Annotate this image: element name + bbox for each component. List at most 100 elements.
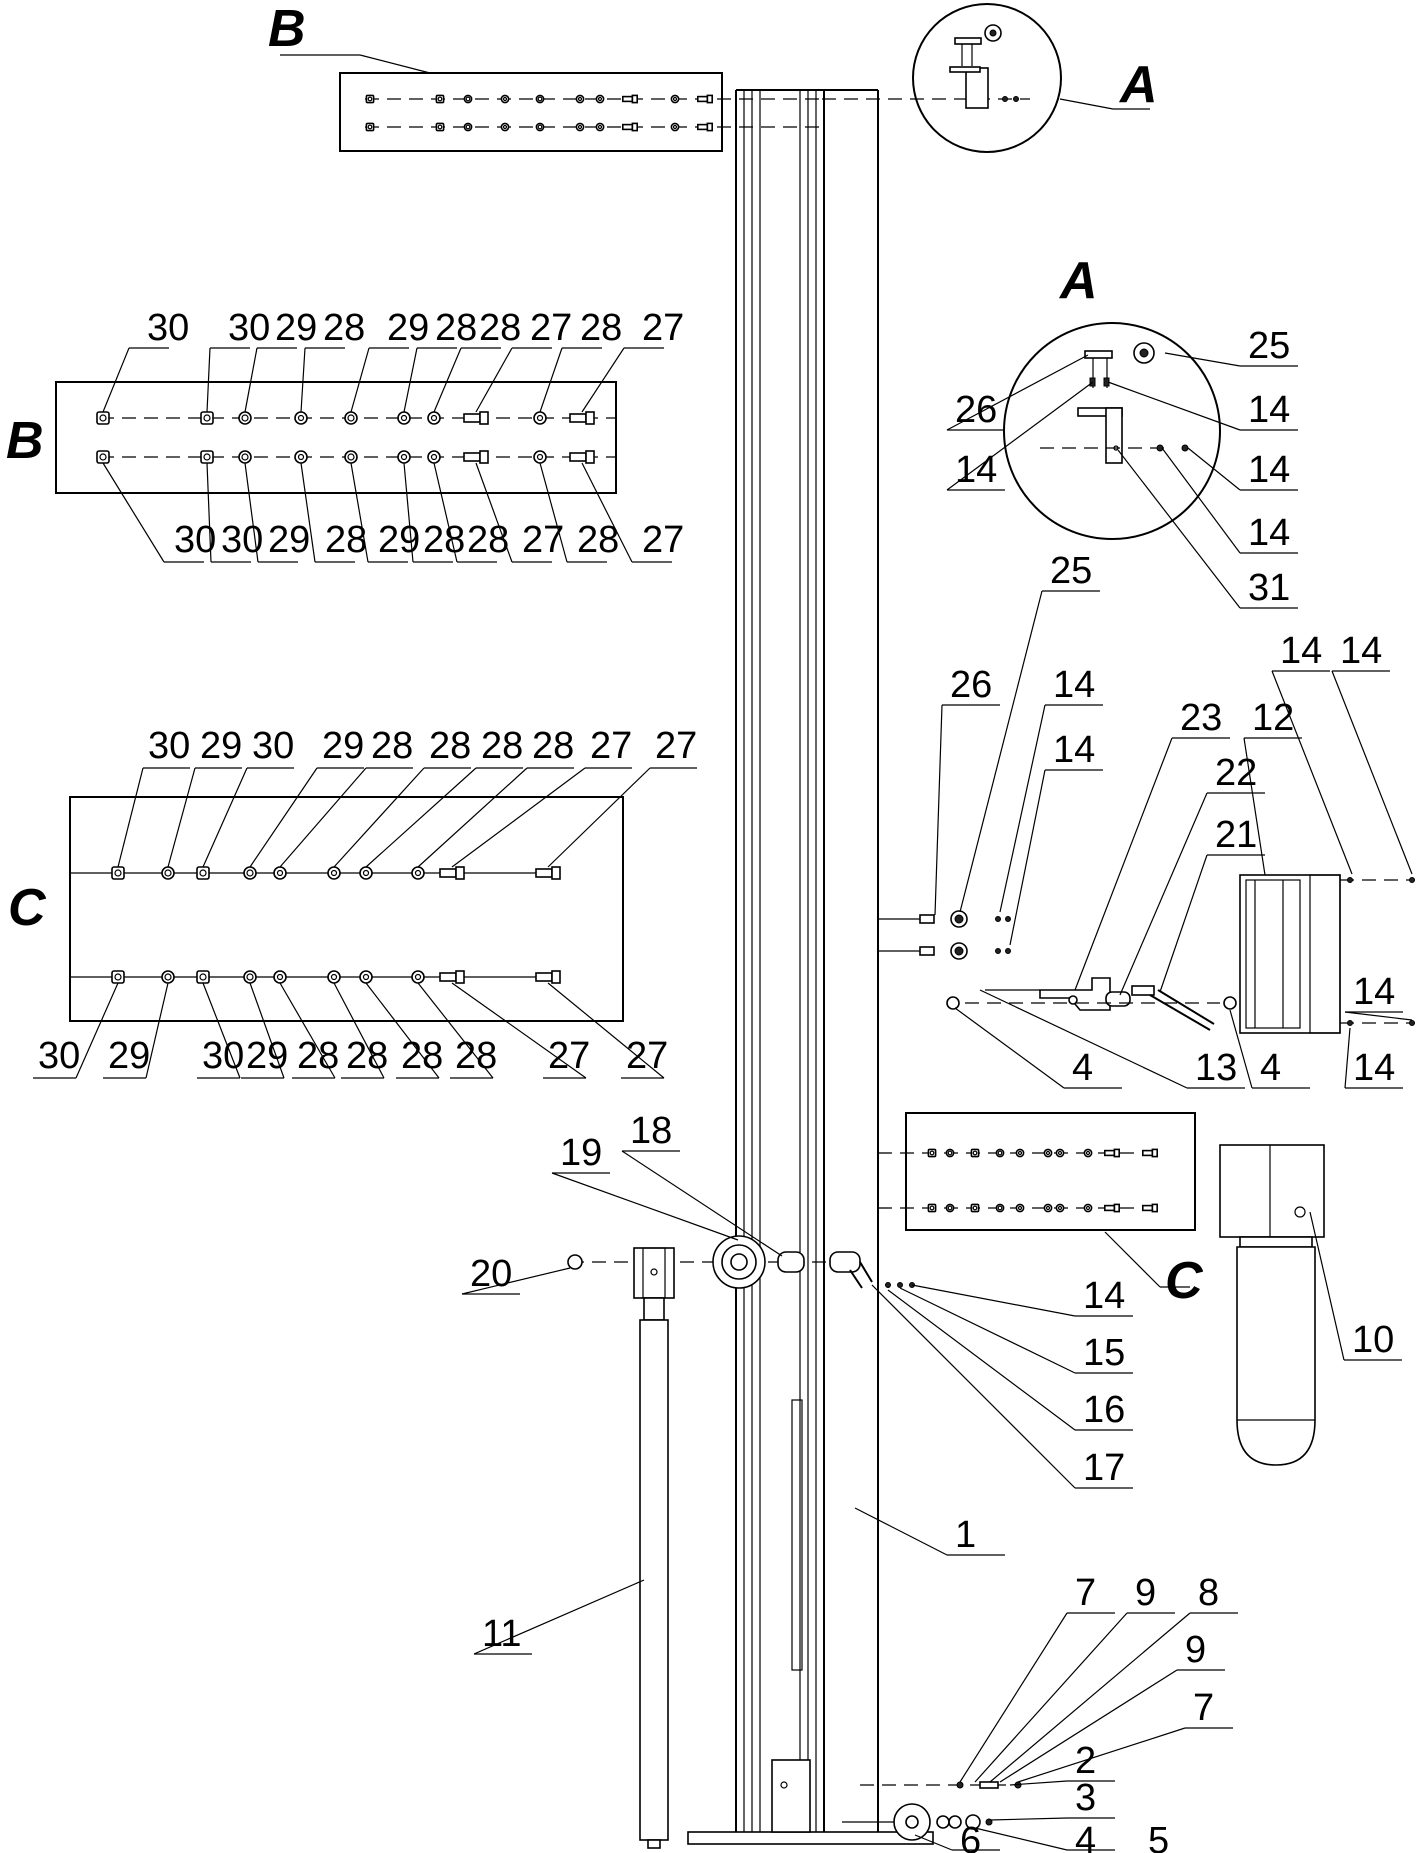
flat-washer (397, 411, 411, 425)
washer-hole (537, 124, 543, 130)
flat-washer-hole (362, 973, 370, 981)
hex-nut (96, 450, 110, 464)
flat-washer (1043, 1203, 1053, 1213)
hex-nut (196, 866, 210, 880)
base-label: 4 (1075, 1820, 1096, 1853)
carriage-label: 13 (1195, 1047, 1237, 1089)
leader-line (1344, 1011, 1413, 1021)
leader-line (1009, 769, 1046, 946)
b-top-label: 30 (228, 307, 270, 349)
leader-line (202, 767, 248, 868)
c-top-label: 28 (481, 725, 523, 767)
flat-washer-hole (672, 96, 678, 102)
leader-line (959, 1612, 1068, 1783)
flat-washer (427, 450, 441, 464)
detail-view-c (69, 796, 624, 1022)
washer-hole (246, 869, 254, 877)
pivot-assembly (567, 1235, 915, 1849)
nut-hole (972, 1150, 978, 1156)
b-bottom-label: 30 (174, 519, 216, 561)
flat-washer (1015, 1203, 1025, 1213)
base-label: 7 (1193, 1687, 1214, 1729)
a-detail-label: 14 (955, 449, 997, 491)
pivot-label: 16 (1083, 1389, 1125, 1431)
leader-line (403, 347, 418, 413)
carriage-label: 14 (1053, 664, 1095, 706)
washer-hole (947, 1205, 953, 1211)
washer (161, 970, 175, 984)
carriage-label: 14 (1353, 1047, 1395, 1089)
flat-washer (1043, 1148, 1053, 1158)
small-view-c (878, 1112, 1196, 1288)
screw-head (585, 411, 595, 425)
nut-hole (114, 973, 122, 981)
leader-line (1009, 1780, 1068, 1786)
leader-line (75, 982, 119, 1079)
flat-washer-hole (297, 453, 305, 461)
flat-washer (397, 450, 411, 464)
leader-line (1017, 1727, 1186, 1783)
flat-washer-hole (430, 414, 438, 422)
b-top-label: 27 (642, 307, 684, 349)
screw-shank (535, 972, 553, 982)
leader-line (417, 982, 494, 1079)
c-top-label: 27 (655, 725, 697, 767)
carriage-assembly (878, 874, 1415, 1034)
pivot-label: 19 (560, 1132, 602, 1174)
leader-line (102, 347, 130, 413)
carriage-label: 12 (1252, 697, 1294, 739)
leader-line (475, 347, 513, 413)
washer-hole (947, 1150, 953, 1156)
c-bottom-label: 27 (548, 1035, 590, 1077)
washer (463, 122, 473, 132)
nut-hole (203, 414, 211, 422)
screw-shank (463, 452, 481, 462)
nut-hole (929, 1205, 935, 1211)
washer-hole (997, 1150, 1003, 1156)
c-top-label: 29 (200, 725, 242, 767)
carriage-label: 23 (1180, 697, 1222, 739)
nut-hole (929, 1150, 935, 1156)
washer (535, 94, 545, 104)
b-bottom-label: 28 (325, 519, 367, 561)
b-bottom-label: 29 (378, 519, 420, 561)
flat-washer (575, 94, 585, 104)
flat-washer (500, 94, 510, 104)
callout-c-detail: C (8, 879, 47, 937)
flat-washer (273, 866, 287, 880)
a-detail-label: 14 (1248, 512, 1290, 554)
leader-line (1164, 352, 1241, 367)
leader-line (333, 767, 425, 868)
b-top-label: 28 (479, 307, 521, 349)
flat-washer-hole (1045, 1205, 1051, 1211)
flat-washer (1055, 1148, 1065, 1158)
hex-nut (435, 94, 445, 104)
flat-washer-hole (400, 453, 408, 461)
nut-hole (99, 414, 107, 422)
c-bottom-label: 30 (202, 1035, 244, 1077)
flat-washer (1083, 1203, 1093, 1213)
b-top-label: 30 (147, 307, 189, 349)
screw-head (551, 866, 561, 880)
hex-nut (200, 411, 214, 425)
leader-line (551, 1172, 739, 1241)
leader-line (1229, 1009, 1253, 1089)
screw-head (706, 94, 714, 104)
leader-line (899, 1287, 1076, 1374)
leader-line (621, 1150, 783, 1257)
flat-washer (411, 970, 425, 984)
screw-shank (696, 123, 709, 131)
leader-line (1271, 670, 1353, 875)
nut-hole (99, 453, 107, 461)
carriage-label: 4 (1260, 1047, 1281, 1089)
leader-line (911, 1284, 1076, 1317)
hex-nut (111, 970, 125, 984)
flat-washer (327, 866, 341, 880)
base-label: 2 (1075, 1740, 1096, 1782)
screw-shank (569, 452, 587, 462)
screw-shank (1104, 1149, 1116, 1157)
leader-line (202, 982, 241, 1079)
hex-nut (927, 1203, 937, 1213)
